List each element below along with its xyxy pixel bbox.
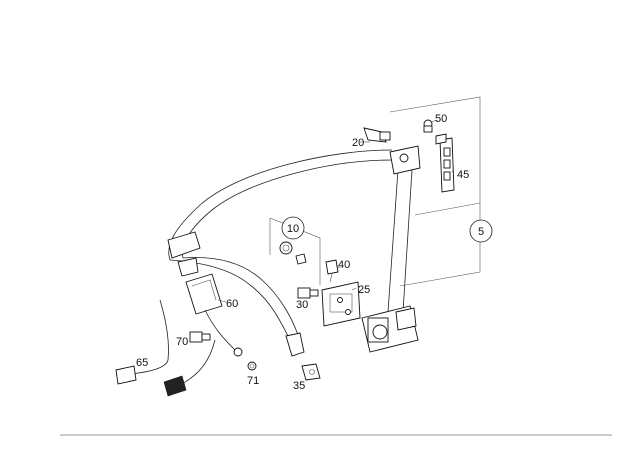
group-bracket-lines [389, 96, 481, 287]
callout-35: 35 [293, 380, 305, 392]
part-70-bolt [189, 331, 211, 343]
part-71-nut [247, 361, 257, 371]
callout-10: 10 [281, 216, 305, 240]
part-35-bolt [301, 363, 321, 381]
callout-60: 60 [226, 298, 238, 310]
callout-70: 70 [176, 336, 188, 348]
belt-retractor [361, 145, 421, 353]
svg-text:10: 10 [287, 223, 299, 235]
part-40-bolt [325, 259, 339, 283]
seat-belt-webbing [167, 149, 393, 357]
part-60-buckle [163, 273, 243, 397]
part-45-height-adjuster [435, 133, 455, 193]
part-20-bolt [360, 127, 391, 143]
group-10-parts [279, 241, 307, 265]
callout-50: 50 [435, 113, 447, 125]
callout-30: 30 [296, 299, 308, 311]
callout-25: 25 [358, 284, 370, 296]
callout-71: 71 [247, 375, 259, 387]
callout-65: 65 [136, 357, 148, 369]
callout-20: 20 [352, 137, 364, 149]
leader-lines [217, 119, 455, 303]
callout-45: 45 [457, 169, 469, 181]
part-65-wiring [115, 299, 169, 385]
svg-text:5: 5 [478, 226, 484, 238]
part-25-bracket [321, 281, 361, 327]
callout-40: 40 [338, 259, 350, 271]
callout-5: 5 [469, 219, 493, 243]
part-30-bolt [297, 287, 319, 299]
